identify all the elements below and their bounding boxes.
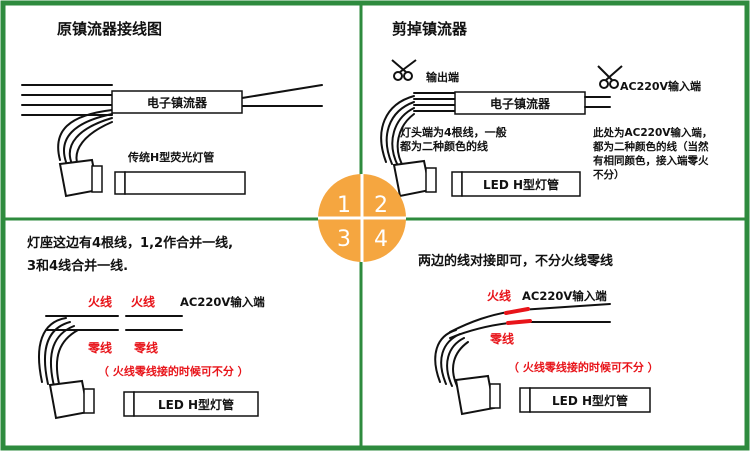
ballast-label: 电子镇流器: [490, 96, 551, 111]
scissors-icon: [391, 59, 417, 81]
led-tube: [529, 387, 651, 413]
lamp-cap: [451, 171, 463, 197]
panel-original-wiring: 原镇流器接线图 电子镇流器 传统H型荧光灯管: [21, 20, 323, 198]
lamp-holder: [392, 159, 432, 198]
lamp-wires: [380, 95, 415, 169]
note-right-line4: 不分）: [593, 168, 625, 181]
led-tube: [133, 391, 259, 417]
input-wire-stubs: [584, 96, 611, 108]
holder-clip: [425, 167, 437, 193]
note-right-line2: 都为二种颜色的线（当然: [592, 140, 709, 153]
badge-2: 2: [374, 193, 388, 218]
scissors-icon: [597, 65, 623, 89]
note-left-line1: 灯头端为4根线，一般: [400, 125, 507, 139]
lamp-label: LED H型灯管: [158, 397, 234, 412]
lamp-wires: [57, 109, 113, 167]
lamp-cap: [123, 391, 135, 417]
live-joint: [504, 307, 530, 315]
led-tube: [461, 171, 581, 197]
lamp-label: LED H型灯管: [552, 393, 628, 408]
input-label: AC220V输入端: [180, 295, 265, 309]
live-label-left: 火线: [88, 294, 112, 309]
live-label-right: 火线: [131, 294, 155, 309]
holder-clip: [83, 388, 95, 414]
note: （ 火线零线接的时候可不分 ）: [508, 360, 659, 374]
lamp-label: 传统H型荧光灯管: [127, 150, 214, 164]
input-label: AC220V输入端: [522, 289, 607, 303]
note: （ 火线零线接的时候可不分 ）: [98, 364, 249, 378]
neutral-label: 零线: [489, 331, 514, 346]
lamp-cap: [519, 387, 531, 413]
ballast-box: [454, 91, 586, 115]
badge-1: 1: [337, 193, 351, 218]
live-label: 火线: [487, 288, 511, 303]
lamp-wires: [38, 317, 79, 389]
lamp-label: LED H型灯管: [483, 177, 559, 192]
left-wire-ends: [21, 84, 113, 116]
lamp-holder: [454, 374, 496, 416]
step-badges: 1 2 3 4: [318, 174, 406, 262]
lamp-cap: [114, 171, 126, 195]
neutral-label-right: 零线: [133, 340, 158, 355]
input-label: AC220V输入端: [620, 79, 701, 93]
ballast-label: 电子镇流器: [147, 95, 208, 110]
note-right-line1: 此处为AC220V输入端，: [593, 126, 712, 139]
lamp-holder: [48, 379, 90, 420]
badge-4: 4: [374, 227, 388, 252]
holder-clip: [91, 165, 103, 193]
panel3-title-line2: 3和4线合并一线.: [27, 258, 128, 274]
panel3-title-line1: 灯座这边有4根线，1,2作合并一线,: [27, 235, 233, 251]
lamp-wires: [434, 329, 469, 389]
badge-3: 3: [337, 227, 351, 252]
panel-cut-ballast: 剪掉镇流器 输出端 AC220V输入端 电子镇流器 灯头端为4根线，一般 都为二…: [380, 20, 712, 198]
input-wires: [241, 84, 323, 107]
panel-merge-wires: 灯座这边有4根线，1,2作合并一线, 3和4线合并一线. 火线 火线 AC220…: [27, 235, 265, 420]
panel1-title: 原镇流器接线图: [57, 20, 162, 38]
output-label: 输出端: [426, 70, 459, 84]
panel-connect-wires: 两边的线对接即可，不分火线零线 火线 AC220V输入端 零线 （ 火线零线接的…: [418, 253, 659, 416]
note-right-line3: 有相同颜色，接入端零火: [593, 154, 709, 167]
note-left-line2: 都为二种颜色的线: [399, 139, 488, 153]
output-wires: [413, 92, 456, 112]
panel4-title: 两边的线对接即可，不分火线零线: [418, 253, 613, 269]
ballast-box: [111, 90, 243, 114]
fluorescent-tube: [124, 171, 246, 195]
neutral-joint: [506, 319, 532, 325]
holder-clip: [489, 383, 501, 409]
neutral-label-left: 零线: [87, 340, 112, 355]
panel2-title: 剪掉镇流器: [392, 20, 468, 38]
